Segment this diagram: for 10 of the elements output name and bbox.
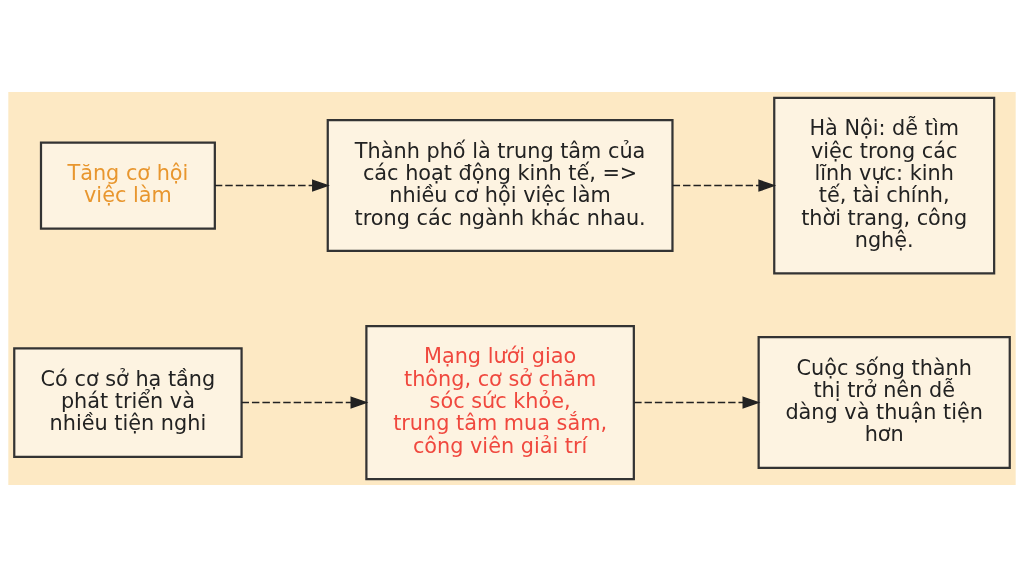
arrow bbox=[214, 178, 330, 192]
node-box: Mạng lưới giao thông, cơ sở chăm sóc sức khỏe, trung tâm mua sắm, công viên giải trí bbox=[365, 324, 635, 480]
arrow bbox=[671, 178, 777, 192]
node-box: Tăng cơ hội việc làm bbox=[39, 140, 216, 230]
arrow bbox=[240, 395, 369, 409]
node-box: Hà Nội: dễ tìm việc trong các lĩnh vực: kinh tế, tài chính, thời trang, công nghệ. bbox=[773, 96, 996, 274]
node-box: Thành phố là trung tâm của các hoạt động kinh tế, => nhiều cơ hội việc làm trong các ngành khác nhau. bbox=[326, 118, 674, 252]
node-box: Có cơ sở hạ tầng phát triển và nhiều tiện nghi bbox=[13, 346, 243, 458]
arrow bbox=[633, 395, 761, 409]
node-box: Cuộc sống thành thị trở nên dễ dàng và thuận tiện hơn bbox=[757, 335, 1011, 469]
